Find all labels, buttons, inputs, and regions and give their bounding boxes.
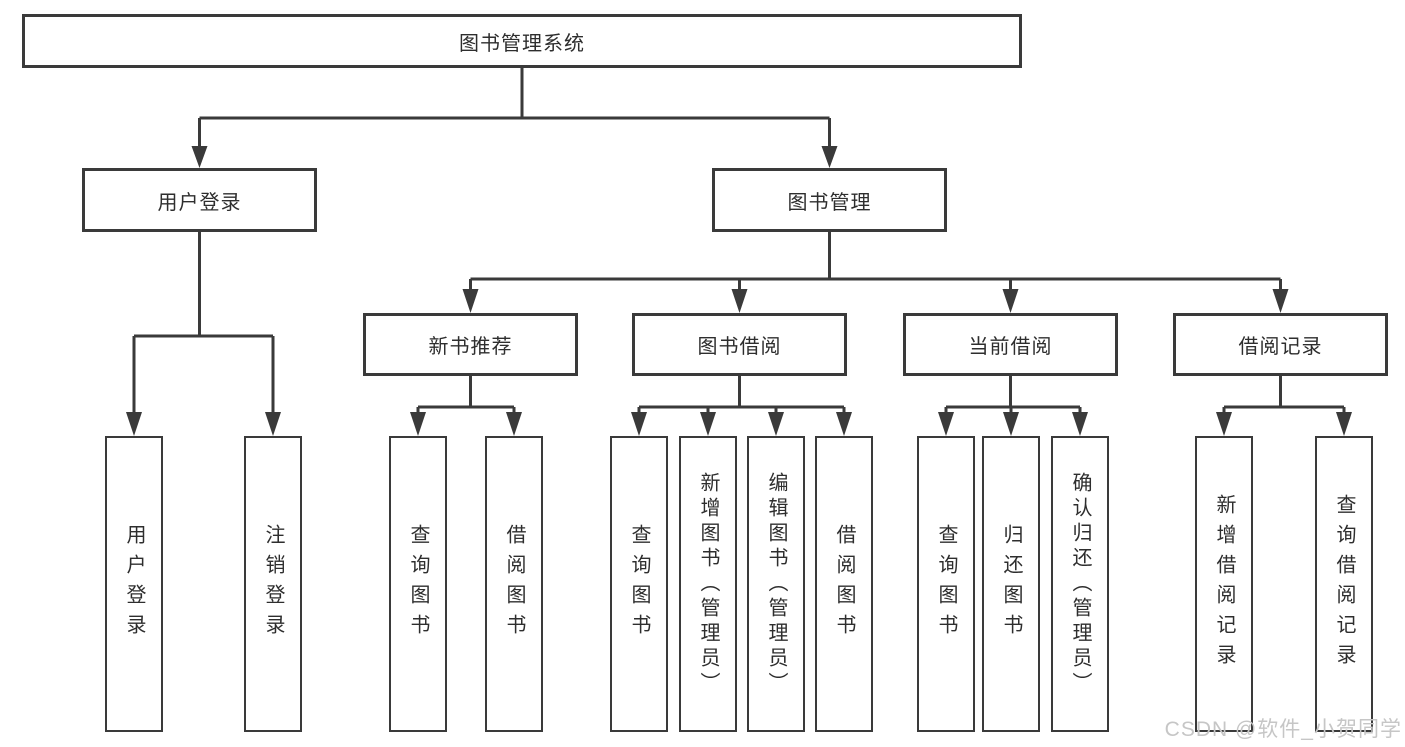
leaf-add-book-admin-label: 新增图书（管理员） — [697, 471, 719, 697]
connector-book-borrowing-children — [631, 376, 852, 436]
watermark: CSDN @软件_小贺同学 — [1164, 718, 1402, 741]
connector-book-mgmt-to-level3 — [462, 232, 1289, 313]
leaf-query-books-recommend-label: 查询图书 — [407, 524, 429, 644]
leaf-add-borrow-record-label: 新增借阅记录 — [1213, 494, 1235, 674]
connector-current-borrowing-children — [938, 376, 1088, 436]
connector-root-to-level2 — [191, 68, 838, 168]
leaf-query-books-recommend: 查询图书 — [389, 436, 447, 732]
leaf-logout-label: 注销登录 — [262, 524, 284, 644]
connector-new-books-children — [410, 376, 522, 436]
leaf-query-borrow-record: 查询借阅记录 — [1315, 436, 1373, 732]
leaf-borrow-books-recommend-label: 借阅图书 — [503, 524, 525, 644]
leaf-add-borrow-record: 新增借阅记录 — [1195, 436, 1253, 732]
node-borrowing-records: 借阅记录 — [1173, 313, 1388, 376]
node-user-login: 用户登录 — [82, 168, 317, 232]
connector-user-login-children — [126, 232, 281, 436]
leaf-user-login: 用户登录 — [105, 436, 163, 732]
leaf-query-books-current: 查询图书 — [917, 436, 975, 732]
leaf-confirm-return-admin-label: 确认归还（管理员） — [1069, 471, 1091, 697]
leaf-query-books-borrow-label: 查询图书 — [628, 524, 650, 644]
node-root: 图书管理系统 — [22, 14, 1022, 68]
node-book-management: 图书管理 — [712, 168, 947, 232]
leaf-borrow-books-label: 借阅图书 — [833, 524, 855, 644]
connector-borrowing-records-children — [1216, 376, 1352, 436]
node-new-book-recommendation: 新书推荐 — [363, 313, 578, 376]
node-current-borrowing: 当前借阅 — [903, 313, 1118, 376]
leaf-add-book-admin: 新增图书（管理员） — [679, 436, 737, 732]
leaf-edit-book-admin-label: 编辑图书（管理员） — [765, 471, 787, 697]
leaf-confirm-return-admin: 确认归还（管理员） — [1051, 436, 1109, 732]
leaf-return-books-label: 归还图书 — [1000, 524, 1022, 644]
leaf-logout: 注销登录 — [244, 436, 302, 732]
leaf-query-borrow-record-label: 查询借阅记录 — [1333, 494, 1355, 674]
leaf-edit-book-admin: 编辑图书（管理员） — [747, 436, 805, 732]
leaf-return-books: 归还图书 — [982, 436, 1040, 732]
leaf-query-books-current-label: 查询图书 — [935, 524, 957, 644]
leaf-borrow-books-recommend: 借阅图书 — [485, 436, 543, 732]
node-book-borrowing: 图书借阅 — [632, 313, 847, 376]
leaf-user-login-label: 用户登录 — [123, 524, 145, 644]
leaf-borrow-books: 借阅图书 — [815, 436, 873, 732]
leaf-query-books-borrow: 查询图书 — [610, 436, 668, 732]
